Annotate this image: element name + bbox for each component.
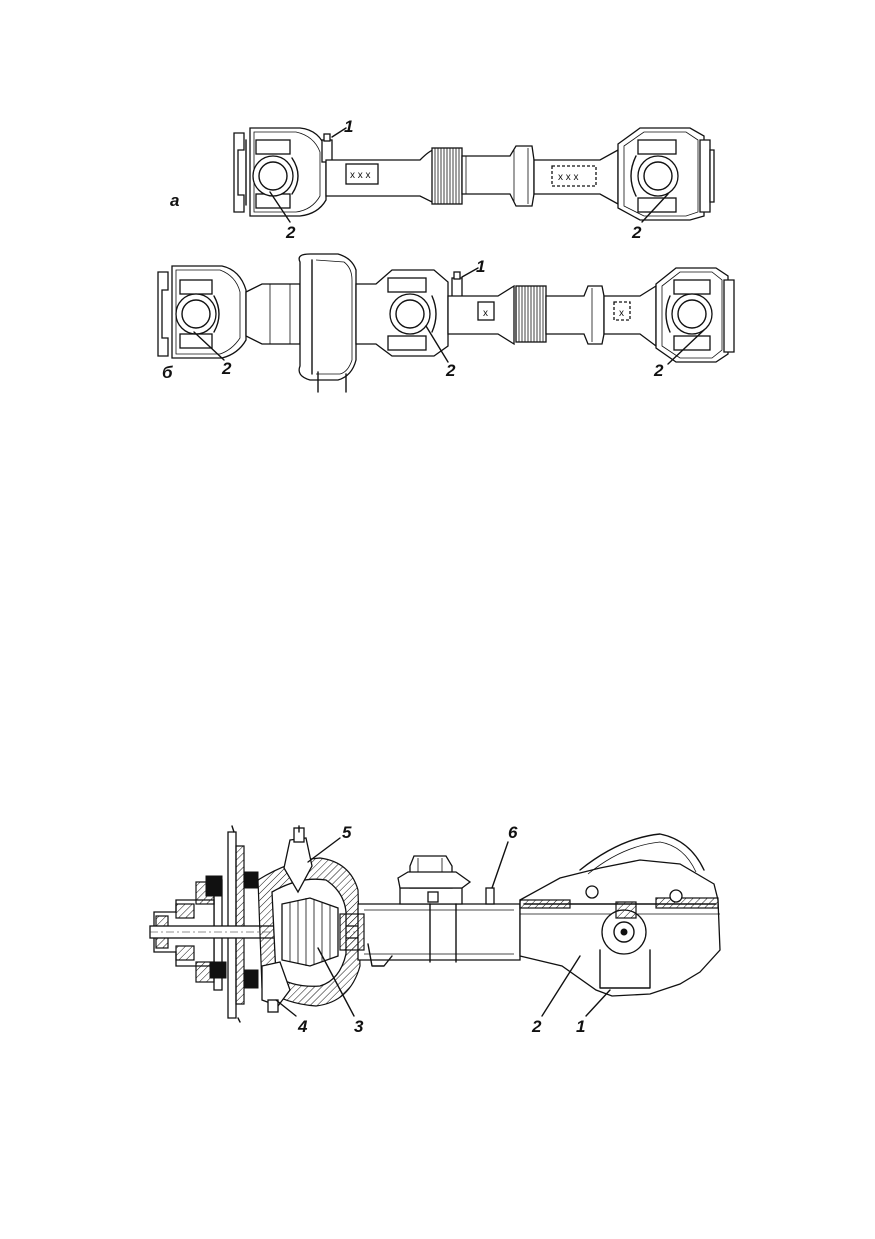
driveshaft-a-drawing [233,127,715,223]
callout-axle-2: 2 [531,1017,542,1036]
callout-b-2-middle: 2 [445,361,456,380]
tube-mark-a-left: x x x [350,170,371,181]
callout-axle-3: 3 [354,1017,364,1036]
tube-mark-a-right: x x x [558,172,579,183]
callout-axle-5: 5 [342,823,352,842]
callout-b-2-right: 2 [653,361,664,380]
callout-axle-1: 1 [576,1017,585,1036]
callout-axle-6: 6 [508,823,518,842]
tube-mark-b-right: x [619,308,624,319]
callout-a-2-left: 2 [285,223,296,242]
drive-axle-section-drawing [149,825,721,1023]
driveshaft-b-drawing [157,253,735,393]
view-label-b: б [162,363,173,382]
callout-b-2-left: 2 [221,359,232,378]
callout-b-1: 1 [476,257,485,276]
tube-mark-b-left: x [483,308,488,319]
callout-a-1: 1 [344,117,353,136]
callout-axle-4: 4 [297,1017,308,1036]
view-label-a: а [170,191,179,210]
callout-a-2-right: 2 [631,223,642,242]
